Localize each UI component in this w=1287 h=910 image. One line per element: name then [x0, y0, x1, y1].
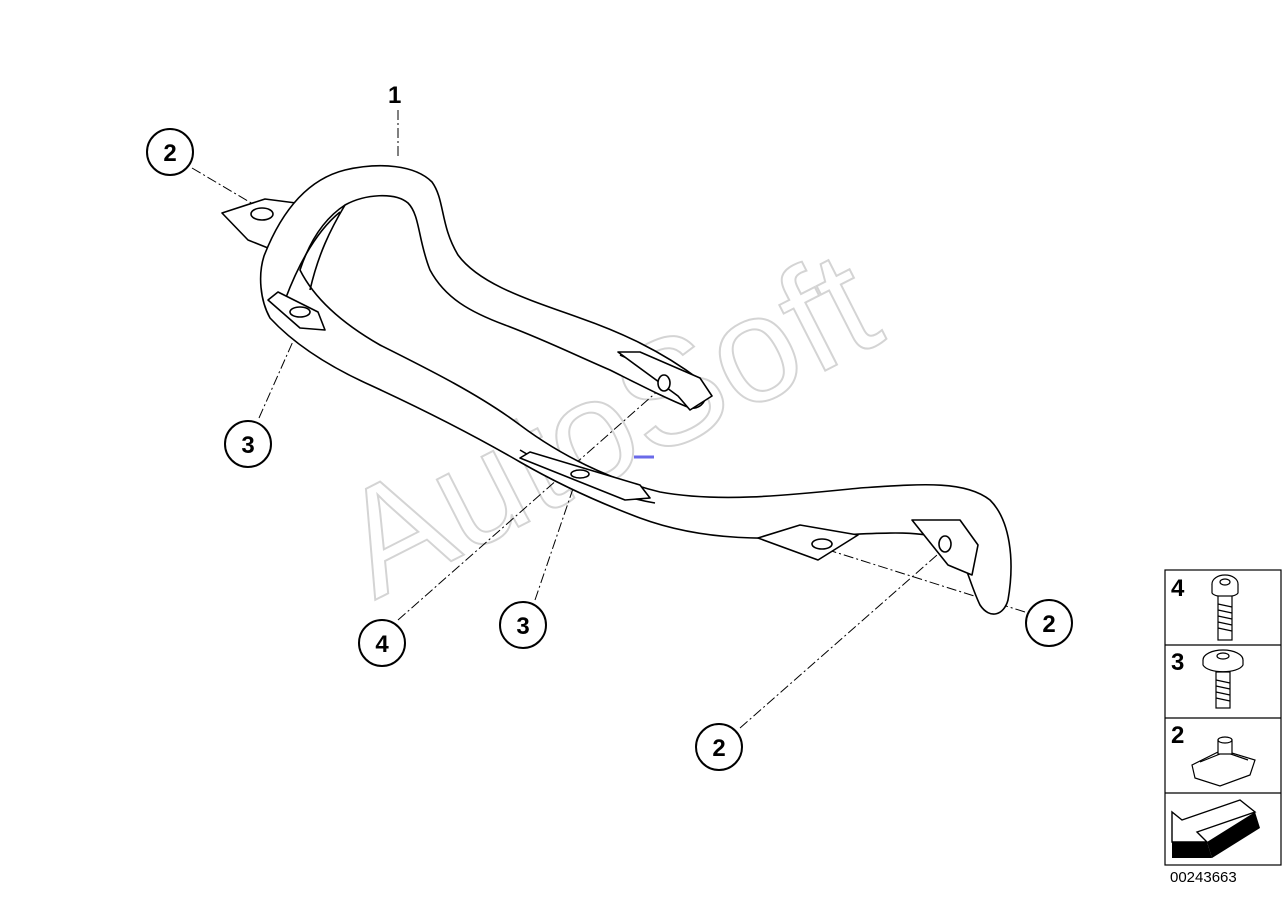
callouts: 2 3 4 3 2 2 — [146, 128, 1073, 771]
legend-number: 2 — [1171, 722, 1184, 749]
callout-label: 4 — [375, 631, 389, 658]
part-label-1: 1 — [388, 82, 401, 109]
torx-bolt-icon — [1211, 574, 1239, 641]
upper-tip-hole — [657, 374, 671, 392]
clip-nut-icon — [1191, 736, 1256, 787]
watermark-text: AutoSoft — [313, 218, 902, 629]
legend-number: 4 — [1171, 575, 1185, 602]
callout-4[interactable]: 4 — [358, 619, 406, 667]
middle-pad-hole — [570, 469, 590, 479]
watermark: AutoSoft — [312, 217, 903, 630]
callout-2-bottom[interactable]: 2 — [695, 723, 743, 771]
leader-line-3a — [258, 329, 299, 419]
callout-3-middle[interactable]: 3 — [499, 601, 547, 649]
leader-line-2c — [739, 547, 946, 729]
leader-lines — [191, 110, 1026, 729]
bracket-outline — [259, 165, 1012, 615]
right-end-hole — [938, 535, 952, 553]
bracket-part — [221, 165, 1012, 615]
callout-label: 2 — [1042, 611, 1055, 638]
callout-label: 3 — [241, 432, 254, 459]
back-arrow-icon[interactable] — [1171, 799, 1260, 858]
callout-2-top-left[interactable]: 2 — [146, 128, 194, 176]
left-mount-hole — [250, 207, 274, 221]
callout-label: 2 — [712, 735, 725, 762]
diagram-id: 00243663 — [1170, 869, 1237, 886]
legend-item-3[interactable]: 3 — [1171, 649, 1244, 709]
legend-item-4[interactable]: 4 — [1171, 574, 1239, 641]
callout-label: 3 — [516, 613, 529, 640]
leader-line-4 — [397, 381, 669, 621]
left-pad-hole — [289, 306, 311, 318]
bracket-inner-edge — [284, 204, 689, 504]
right-mount-tab — [757, 524, 859, 561]
right-mount-hole — [811, 538, 833, 550]
callout-label: 2 — [163, 140, 176, 167]
flange-screw-icon — [1202, 649, 1244, 709]
callout-2-right[interactable]: 2 — [1025, 599, 1073, 647]
leader-line-2a — [191, 167, 259, 208]
callout-3-left[interactable]: 3 — [224, 420, 272, 468]
legend-number: 3 — [1171, 649, 1184, 676]
leader-line-3b — [534, 473, 579, 601]
legend-panel: 4 3 — [1164, 569, 1282, 866]
legend-item-2[interactable]: 2 — [1171, 722, 1256, 787]
